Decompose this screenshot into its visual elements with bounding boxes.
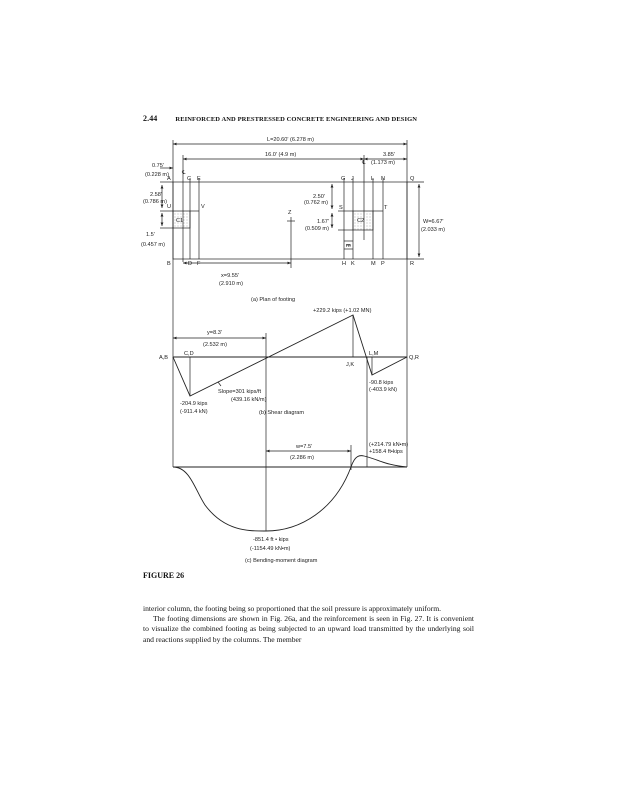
svg-text:(2.910 m): (2.910 m) (219, 281, 243, 287)
moment-curve (172, 455, 408, 532)
svg-text:V: V (201, 204, 205, 210)
svg-text:C,D: C,D (184, 351, 194, 357)
svg-text:(0.228 m): (0.228 m) (145, 172, 169, 178)
svg-text:-851.4 ft • kips: -851.4 ft • kips (253, 537, 289, 543)
svg-text:W=6.67': W=6.67' (423, 219, 444, 225)
svg-text:w=7.5': w=7.5' (295, 444, 312, 450)
svg-text:L: L (371, 176, 374, 182)
svg-text:U: U (167, 204, 171, 210)
shear-caption: (b) Shear diagram (259, 410, 304, 416)
svg-text:(2.286 m): (2.286 m) (290, 455, 314, 461)
svg-text:K: K (351, 261, 355, 267)
svg-text:A: A (167, 176, 171, 182)
svg-text:J: J (351, 176, 354, 182)
running-title: REINFORCED AND PRESTRESSED CONCRETE ENGI… (175, 116, 418, 123)
running-header: 2.44 REINFORCED AND PRESTRESSED CONCRETE … (143, 114, 417, 123)
svg-text:Z: Z (288, 210, 292, 216)
svg-text:+229.2 kips (+1.02 MN): +229.2 kips (+1.02 MN) (313, 308, 372, 314)
svg-text:(0.457 m): (0.457 m) (141, 242, 165, 248)
svg-text:(0.786 m): (0.786 m) (143, 199, 167, 205)
svg-text:+158.4 ft•kips: +158.4 ft•kips (369, 449, 403, 455)
svg-text:℄: ℄ (361, 160, 366, 166)
svg-text:-204.9 kips: -204.9 kips (180, 401, 208, 407)
svg-text:(439.16 kN/m): (439.16 kN/m) (231, 397, 267, 403)
svg-text:m: m (346, 243, 351, 249)
svg-text:2.58': 2.58' (150, 192, 162, 198)
svg-text:(2.532 m): (2.532 m) (203, 342, 227, 348)
column-c2 (352, 210, 374, 231)
svg-text:C2: C2 (357, 218, 364, 224)
svg-text:(-1154.49 kN•m): (-1154.49 kN•m) (250, 546, 291, 552)
svg-text:J,K: J,K (346, 362, 354, 368)
svg-text:(-403.9 kN): (-403.9 kN) (369, 387, 397, 393)
svg-text:T: T (384, 205, 388, 211)
svg-text:(2.033 m): (2.033 m) (421, 227, 445, 233)
svg-text:D: D (188, 261, 192, 267)
svg-text:C: C (187, 176, 191, 182)
svg-text:1.67': 1.67' (317, 219, 329, 225)
svg-text:(0.509 m): (0.509 m) (305, 226, 329, 232)
svg-text:1.5': 1.5' (146, 232, 155, 238)
svg-text:R: R (410, 261, 414, 267)
svg-text:Q: Q (410, 176, 415, 182)
svg-text:A,B: A,B (159, 355, 168, 361)
body-text: interior column, the footing being so pr… (143, 604, 474, 645)
svg-text:L,M: L,M (369, 351, 379, 357)
svg-text:P: P (381, 261, 385, 267)
svg-text:(-911.4 kN): (-911.4 kN) (180, 409, 208, 415)
svg-text:G: G (341, 176, 345, 182)
svg-text:16.0' (4.9 m): 16.0' (4.9 m) (265, 152, 296, 158)
column-c1 (172, 210, 191, 229)
svg-text:M: M (371, 261, 376, 267)
svg-text:y=8.3': y=8.3' (207, 330, 222, 336)
paragraph: The footing dimensions are shown in Fig.… (143, 614, 474, 644)
svg-text:B: B (167, 261, 171, 267)
svg-text:℄: ℄ (181, 170, 186, 176)
svg-text:0.75': 0.75' (152, 163, 164, 169)
svg-text:(+214.79 kN•m): (+214.79 kN•m) (369, 442, 408, 448)
svg-text:Q,R: Q,R (409, 355, 419, 361)
svg-text:(0.762 m): (0.762 m) (304, 200, 328, 206)
figure-label: FIGURE 26 (143, 571, 185, 580)
svg-text:3.85': 3.85' (383, 152, 395, 158)
svg-text:E: E (197, 176, 201, 182)
svg-text:F: F (197, 261, 201, 267)
svg-text:N: N (381, 176, 385, 182)
paragraph: interior column, the footing being so pr… (143, 604, 441, 613)
page-number: 2.44 (143, 114, 158, 123)
moment-caption: (c) Bending-moment diagram (245, 558, 318, 564)
svg-text:x=9.55': x=9.55' (221, 273, 239, 279)
plan-caption: (a) Plan of footing (251, 297, 295, 303)
svg-text:-90.8 kips: -90.8 kips (369, 380, 393, 386)
svg-text:2.50': 2.50' (313, 194, 325, 200)
svg-text:Slope=301 kips/ft: Slope=301 kips/ft (218, 389, 262, 395)
svg-text:C1: C1 (176, 218, 183, 224)
svg-text:(1.173 m): (1.173 m) (371, 160, 395, 166)
svg-text:H: H (342, 261, 346, 267)
svg-text:S: S (339, 205, 343, 211)
dim-L-label: L=20.60' (6.278 m) (267, 137, 314, 143)
